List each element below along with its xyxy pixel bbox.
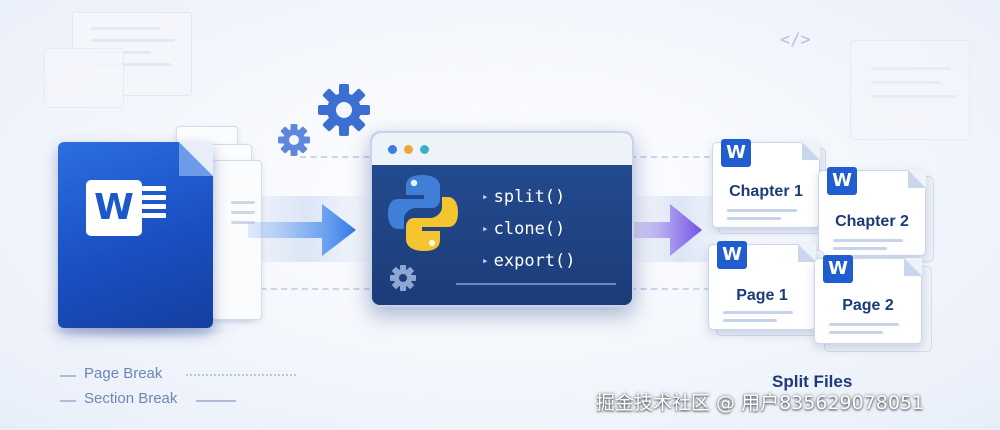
- code-line-clone: ▸ clone(): [482, 219, 565, 239]
- output-doc-page-2: W Page 2: [814, 255, 922, 344]
- legend-line: [60, 375, 76, 377]
- legend-page-break: Page Break: [84, 365, 163, 382]
- output-doc-chapter-1: W Chapter 1: [712, 139, 820, 228]
- watermark: 掘金技术社区 @ 用户835629078051: [596, 392, 925, 414]
- dashed-track: [300, 156, 380, 158]
- split-files-caption: Split Files: [772, 372, 853, 391]
- word-document-icon: W: [58, 142, 213, 328]
- gear-icon: [318, 84, 370, 136]
- background-sheet: [44, 48, 124, 108]
- background-sheet: [850, 40, 970, 140]
- legend-dotted-line: [186, 374, 296, 376]
- legend-section-break: Section Break: [84, 390, 178, 407]
- divider: [456, 283, 616, 285]
- window-dot: [404, 145, 413, 154]
- legend-line: [196, 400, 236, 402]
- arrow-right-icon: [634, 204, 702, 256]
- page-fold: [179, 142, 213, 176]
- output-doc-page-1: W Page 1: [708, 241, 816, 330]
- window-body: ▸ split() ▸ clone() ▸ export(): [372, 165, 632, 305]
- word-badge-icon: W: [721, 139, 751, 167]
- code-line-split: ▸ split(): [482, 187, 565, 207]
- python-logo-icon: [388, 175, 458, 251]
- doc-label: Chapter 1: [729, 183, 803, 200]
- word-logo-tile: W: [86, 180, 142, 236]
- dashed-track: [240, 288, 380, 290]
- code-line-export: ▸ export(): [482, 251, 576, 271]
- word-badge-icon: W: [717, 241, 747, 269]
- method-name: clone(): [493, 219, 566, 239]
- arrow-right-icon: [248, 204, 356, 256]
- word-logo-letter: W: [94, 187, 134, 228]
- legend-line: [60, 400, 76, 402]
- doc-label: Chapter 2: [835, 213, 909, 230]
- settings-gear-icon: [390, 265, 416, 291]
- caret-icon: ▸: [482, 190, 489, 203]
- caret-icon: ▸: [482, 254, 489, 267]
- gear-icon: [278, 124, 310, 156]
- word-badge-icon: W: [823, 255, 853, 283]
- word-badge-icon: W: [827, 167, 857, 195]
- dashed-track: [630, 156, 710, 158]
- window-dot: [388, 145, 397, 154]
- word-logo-lines: [142, 186, 166, 222]
- output-doc-chapter-2: W Chapter 2: [818, 167, 926, 256]
- method-name: export(): [493, 251, 576, 271]
- window-dot: [420, 145, 429, 154]
- caret-icon: ▸: [482, 222, 489, 235]
- window-title-bar: [372, 133, 632, 165]
- code-window: ▸ split() ▸ clone() ▸ export(): [370, 131, 634, 307]
- method-name: split(): [493, 187, 566, 207]
- dashed-track: [630, 288, 710, 290]
- doc-label: Page 2: [842, 297, 894, 314]
- doc-label: Page 1: [736, 287, 788, 304]
- code-tag-icon: </>: [780, 30, 811, 50]
